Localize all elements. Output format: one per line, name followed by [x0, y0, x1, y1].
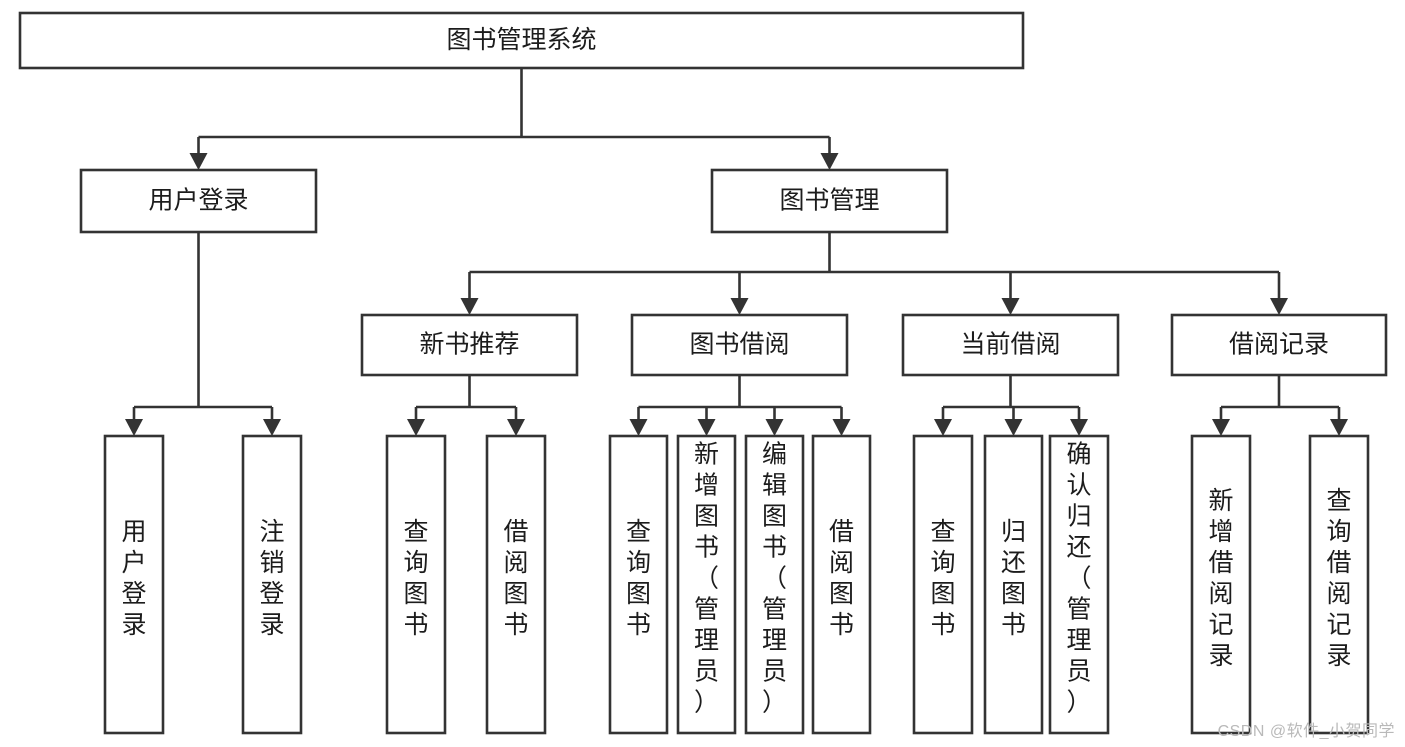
csdn-watermark: CSDN @软件_小贺同学	[1217, 723, 1395, 740]
node-borrow-record[interactable]: 借阅记录	[1170, 313, 1388, 377]
arrow-head-icon	[1330, 419, 1348, 436]
arrow-head-icon	[1270, 298, 1288, 315]
node-box-leaf-add-book	[676, 434, 737, 735]
node-user-login[interactable]: 用户登录	[79, 168, 318, 234]
node-label-leaf-confirm-return: 确认归还（管理员）	[1066, 441, 1091, 717]
node-label-leaf-add-book: 新增图书（管理员）	[694, 441, 719, 717]
arrow-head-icon	[263, 419, 281, 436]
node-box-leaf-edit-book	[744, 434, 805, 735]
arrow-head-icon	[832, 419, 851, 436]
arrow-head-icon	[934, 419, 952, 436]
node-label-leaf-return-book: 归还图书	[1001, 518, 1026, 639]
node-box-user-login	[79, 168, 318, 234]
node-label-leaf-edit-book: 编辑图书（管理员）	[762, 441, 787, 717]
node-leaf-query-book-2[interactable]: 查询图书	[608, 434, 669, 735]
arrow-head-icon	[629, 419, 648, 436]
node-leaf-query-book-3[interactable]: 查询图书	[912, 434, 974, 735]
arrow-head-icon	[1004, 419, 1023, 436]
node-book-borrow[interactable]: 图书借阅	[630, 313, 849, 377]
node-leaf-borrow-book-2[interactable]: 借阅图书	[811, 434, 872, 735]
arrow-head-icon	[125, 419, 143, 436]
node-box-leaf-borrow-book-2	[811, 434, 872, 735]
node-leaf-query-record[interactable]: 查询借阅记录	[1308, 434, 1370, 735]
node-label-leaf-logout: 注销登录	[259, 518, 284, 639]
node-label-new-book-recommend: 新书推荐	[419, 331, 519, 359]
node-box-leaf-query-book-1	[385, 434, 447, 735]
arrow-head-icon	[407, 419, 425, 436]
node-new-book-recommend[interactable]: 新书推荐	[360, 313, 579, 377]
node-label-current-borrow: 当前借阅	[960, 331, 1060, 359]
node-leaf-query-book-1[interactable]: 查询图书	[385, 434, 447, 735]
arrow-head-icon	[697, 419, 716, 436]
node-label-borrow-record: 借阅记录	[1229, 331, 1329, 359]
node-label-leaf-borrow-book-2: 借阅图书	[829, 518, 854, 639]
node-box-leaf-return-book	[983, 434, 1044, 735]
node-book-manage[interactable]: 图书管理	[710, 168, 949, 234]
node-leaf-add-record[interactable]: 新增借阅记录	[1190, 434, 1252, 735]
arrow-head-icon	[189, 153, 208, 170]
node-box-leaf-logout	[241, 434, 303, 735]
node-label-leaf-query-book-2: 查询图书	[626, 518, 651, 639]
node-leaf-add-book[interactable]: 新增图书（管理员）	[676, 434, 737, 735]
node-box-leaf-confirm-return	[1048, 434, 1110, 735]
node-label-leaf-query-book-3: 查询图书	[930, 518, 955, 639]
node-box-current-borrow	[901, 313, 1120, 377]
node-leaf-user-login[interactable]: 用户登录	[103, 434, 165, 735]
node-root[interactable]: 图书管理系统	[18, 11, 1025, 70]
node-label-leaf-query-record: 查询借阅记录	[1326, 487, 1351, 670]
arrow-head-icon	[1212, 419, 1230, 436]
node-box-book-manage	[710, 168, 949, 234]
node-layer: 图书管理系统用户登录图书管理新书推荐图书借阅当前借阅借阅记录用户登录注销登录查询…	[18, 11, 1388, 735]
node-label-user-login: 用户登录	[148, 187, 248, 215]
node-box-leaf-add-record	[1190, 434, 1252, 735]
node-box-leaf-query-record	[1308, 434, 1370, 735]
node-leaf-borrow-book-1[interactable]: 借阅图书	[485, 434, 547, 735]
node-current-borrow[interactable]: 当前借阅	[901, 313, 1120, 377]
arrow-head-icon	[765, 419, 784, 436]
node-box-leaf-query-book-2	[608, 434, 669, 735]
arrow-head-icon	[507, 419, 525, 436]
node-leaf-logout[interactable]: 注销登录	[241, 434, 303, 735]
node-box-borrow-record	[1170, 313, 1388, 377]
node-label-book-manage: 图书管理	[779, 187, 879, 215]
node-leaf-edit-book[interactable]: 编辑图书（管理员）	[744, 434, 805, 735]
arrow-head-icon	[1070, 419, 1088, 436]
node-label-leaf-add-record: 新增借阅记录	[1208, 487, 1233, 670]
arrow-head-icon	[1001, 298, 1020, 315]
node-box-leaf-query-book-3	[912, 434, 974, 735]
arrow-head-icon	[820, 153, 839, 170]
node-leaf-confirm-return[interactable]: 确认归还（管理员）	[1048, 434, 1110, 735]
arrow-head-icon	[460, 298, 479, 315]
node-box-book-borrow	[630, 313, 849, 377]
node-label-leaf-query-book-1: 查询图书	[403, 518, 428, 639]
connector-layer	[125, 68, 1348, 436]
node-leaf-return-book[interactable]: 归还图书	[983, 434, 1044, 735]
node-label-leaf-user-login: 用户登录	[121, 518, 146, 639]
node-label-leaf-borrow-book-1: 借阅图书	[503, 518, 528, 639]
node-box-leaf-user-login	[103, 434, 165, 735]
node-box-leaf-borrow-book-1	[485, 434, 547, 735]
node-label-book-borrow: 图书借阅	[689, 331, 789, 359]
node-label-root: 图书管理系统	[446, 26, 596, 54]
node-box-root	[18, 11, 1025, 70]
arrow-head-icon	[730, 298, 749, 315]
node-box-new-book-recommend	[360, 313, 579, 377]
